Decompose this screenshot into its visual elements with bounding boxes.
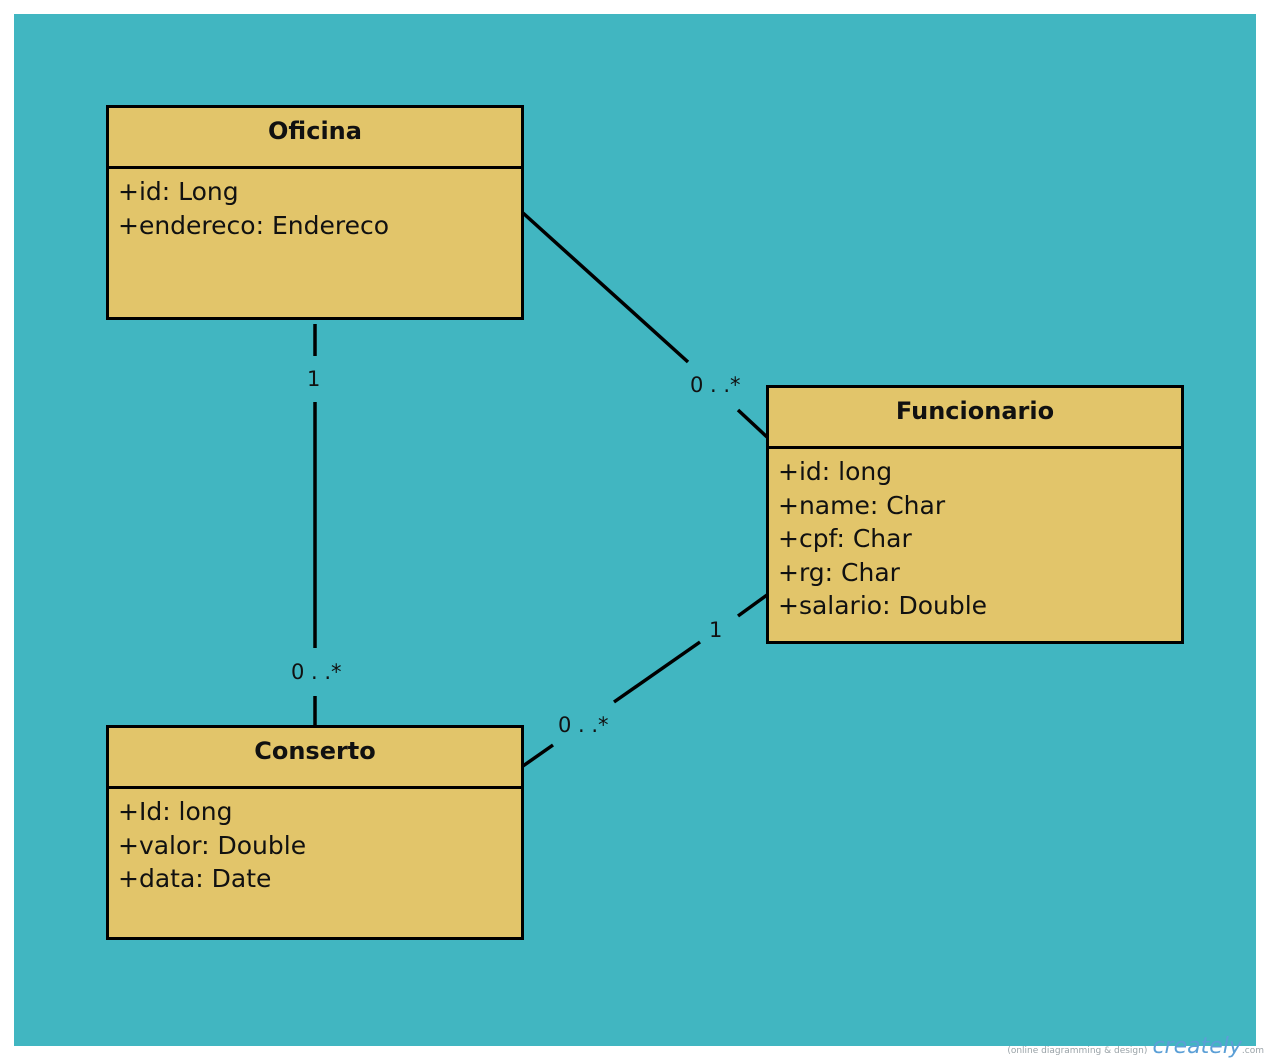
multiplicity-oficina-conserto-target: 0 . .* [291,660,342,684]
class-oficina[interactable]: Oficina +id: Long +endereco: Endereco [106,105,524,320]
class-conserto-attribute: +valor: Double [118,830,307,860]
class-conserto-attribute: +data: Date [118,864,272,893]
association-oficina-funcionario-segment-1 [521,211,690,364]
class-oficina-attributes: +id: Long +endereco: Endereco [109,169,521,242]
class-funcionario-attribute: +id: long [778,457,893,486]
class-funcionario-attribute: +rg: Char [778,557,900,587]
association-funcionario-conserto-segment-3 [521,743,555,768]
class-conserto-name: Conserto [109,728,521,789]
multiplicity-funcionario-conserto-target: 0 . .* [558,713,609,737]
class-funcionario-name: Funcionario [769,388,1181,449]
multiplicity-oficina-conserto-source: 1 [307,367,321,391]
class-oficina-attribute: +endereco: Endereco [118,210,389,240]
class-conserto-attribute: +Id: long [118,797,233,826]
class-oficina-name: Oficina [109,108,521,169]
class-funcionario-attribute: +salario: Double [778,591,988,620]
association-funcionario-conserto-segment-1 [736,593,769,618]
association-funcionario-conserto-segment-2 [612,640,702,704]
watermark-tagline: (online diagramming & design) [1007,1046,1148,1056]
class-funcionario[interactable]: Funcionario +id: long +name: Char +cpf: … [766,385,1184,644]
association-oficina-funcionario-segment-2 [736,408,769,439]
multiplicity-oficina-funcionario-target: 0 . .* [690,373,741,397]
watermark-logo: creately [1152,1034,1242,1059]
class-funcionario-attribute: +cpf: Char [778,524,912,553]
class-funcionario-attributes: +id: long +name: Char +cpf: Char +rg: Ch… [769,449,1181,623]
multiplicity-funcionario-conserto-source: 1 [709,618,723,642]
class-funcionario-attribute: +name: Char [778,490,946,520]
class-conserto-attributes: +Id: long +valor: Double +data: Date [109,789,521,896]
creately-watermark: (online diagramming & design) creately.c… [1007,1036,1264,1058]
watermark-tld: .com [1241,1046,1264,1056]
class-oficina-attribute: +id: Long [118,177,239,206]
class-conserto[interactable]: Conserto +Id: long +valor: Double +data:… [106,725,524,940]
